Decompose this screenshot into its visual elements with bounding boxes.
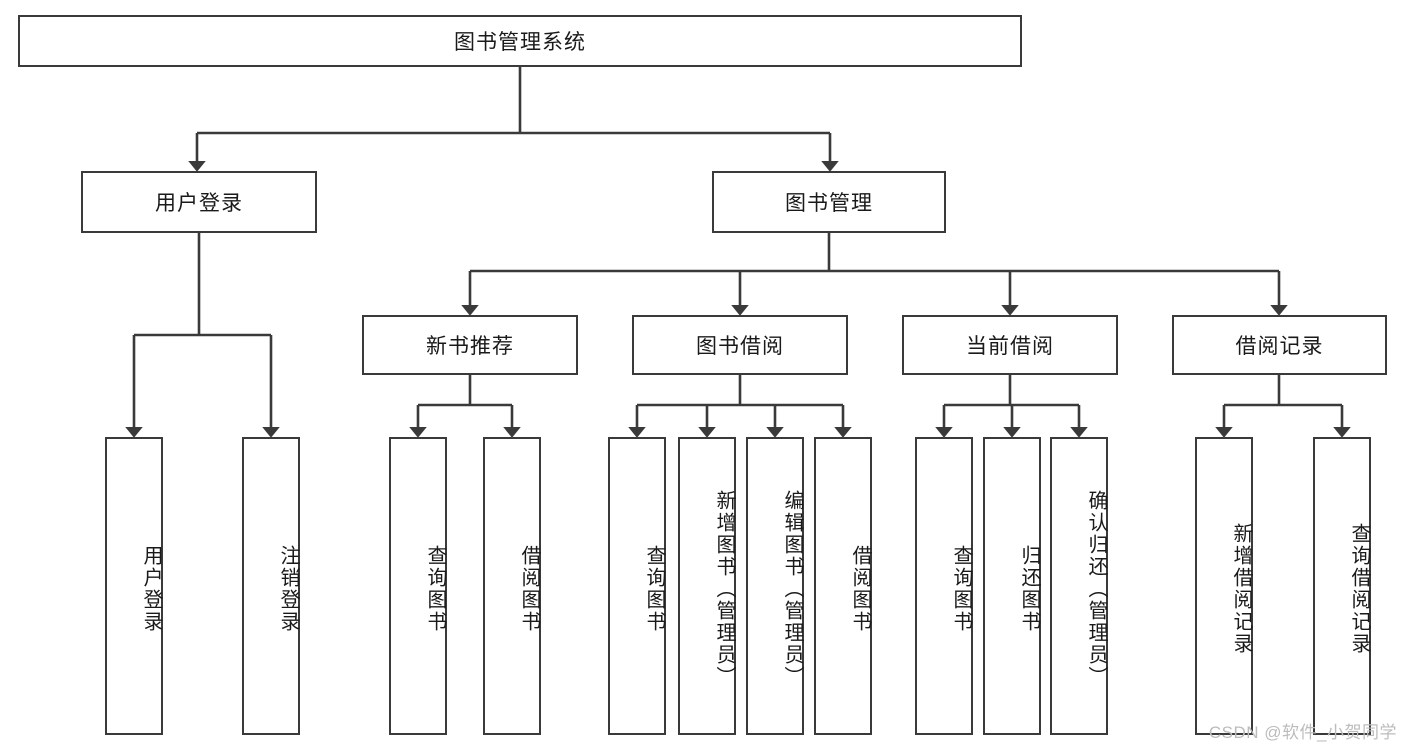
node-leaf-add-book[interactable]: 新增图书（管理员）: [678, 437, 736, 735]
node-borrow-record[interactable]: 借阅记录: [1172, 315, 1387, 375]
csdn-watermark: CSDN @软件_小贺同学: [1208, 723, 1397, 742]
node-root[interactable]: 图书管理系统: [18, 15, 1022, 67]
node-current-borrow[interactable]: 当前借阅: [902, 315, 1118, 375]
node-leaf-query-book-bb-label: 查询图书: [643, 545, 665, 633]
node-leaf-borrow-book-rec-label: 借阅图书: [518, 545, 540, 633]
node-leaf-query-book-cb-label: 查询图书: [950, 545, 972, 633]
node-leaf-user-login[interactable]: 用户登录: [105, 437, 163, 735]
node-leaf-return-book-label: 归还图书: [1018, 545, 1040, 633]
node-leaf-query-record-label: 查询借阅记录: [1348, 523, 1370, 655]
node-leaf-query-book-rec-label: 查询图书: [424, 545, 446, 633]
node-user-login-label: 用户登录: [155, 192, 243, 215]
node-leaf-confirm-return[interactable]: 确认归还（管理员）: [1050, 437, 1108, 735]
node-leaf-borrow-book-bb-label: 借阅图书: [849, 545, 871, 633]
node-leaf-add-book-label: 新增图书（管理员）: [713, 490, 735, 688]
node-leaf-query-book-cb[interactable]: 查询图书: [915, 437, 973, 735]
node-current-borrow-label: 当前借阅: [966, 335, 1054, 358]
node-leaf-query-record[interactable]: 查询借阅记录: [1313, 437, 1371, 735]
node-new-book-recommend[interactable]: 新书推荐: [362, 315, 578, 375]
node-leaf-user-login-label: 用户登录: [140, 545, 162, 633]
node-leaf-confirm-return-label: 确认归还（管理员）: [1085, 490, 1107, 688]
node-leaf-logout[interactable]: 注销登录: [242, 437, 300, 735]
node-leaf-query-book-rec[interactable]: 查询图书: [389, 437, 447, 735]
node-leaf-edit-book[interactable]: 编辑图书（管理员）: [746, 437, 804, 735]
node-book-manage-label: 图书管理: [785, 192, 873, 215]
node-leaf-return-book[interactable]: 归还图书: [983, 437, 1041, 735]
node-leaf-add-record[interactable]: 新增借阅记录: [1195, 437, 1253, 735]
node-leaf-query-book-bb[interactable]: 查询图书: [608, 437, 666, 735]
node-borrow-record-label: 借阅记录: [1235, 335, 1324, 358]
node-leaf-borrow-book-bb[interactable]: 借阅图书: [814, 437, 872, 735]
node-book-borrow[interactable]: 图书借阅: [632, 315, 848, 375]
node-book-manage[interactable]: 图书管理: [712, 171, 946, 233]
node-root-label: 图书管理系统: [454, 31, 586, 54]
node-new-book-recommend-label: 新书推荐: [426, 335, 514, 358]
node-leaf-logout-label: 注销登录: [277, 545, 299, 633]
node-leaf-edit-book-label: 编辑图书（管理员）: [781, 490, 803, 688]
node-user-login[interactable]: 用户登录: [81, 171, 317, 233]
node-book-borrow-label: 图书借阅: [696, 335, 784, 358]
node-leaf-add-record-label: 新增借阅记录: [1230, 523, 1252, 655]
node-leaf-borrow-book-rec[interactable]: 借阅图书: [483, 437, 541, 735]
